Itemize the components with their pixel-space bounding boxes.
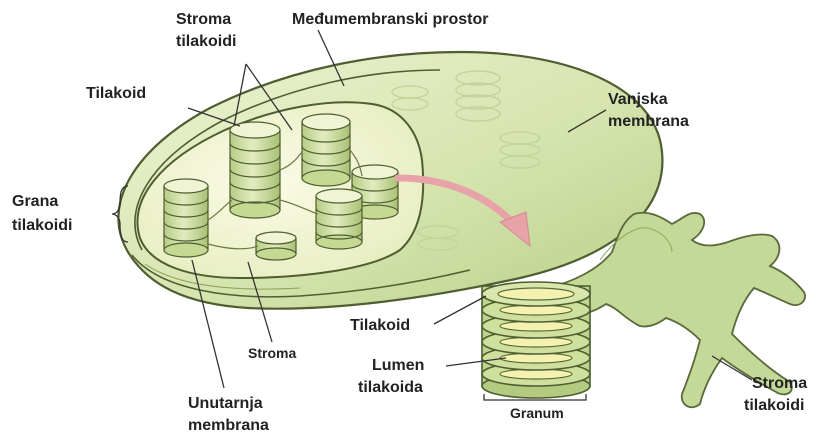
label-lumen-tilakoida-2: tilakoida <box>358 379 423 396</box>
label-lumen-tilakoida: Lumen <box>372 357 424 374</box>
label-tilakoid-top: Tilakoid <box>86 85 146 102</box>
label-medjumembranski-prostor: Međumembranski prostor <box>292 11 488 28</box>
granum-stack-right-top <box>302 114 350 186</box>
label-vanjska-membrana-2: membrana <box>608 113 689 130</box>
label-unutarnja-membrana-2: membrana <box>188 417 269 434</box>
granum-stack-small <box>256 232 296 260</box>
label-stroma: Stroma <box>248 345 296 361</box>
label-grana-tilakoidi: Grana <box>12 193 58 210</box>
label-stroma-tilakoidi-right-2: tilakoidi <box>744 397 804 414</box>
label-stroma-tilakoidi-top: Stroma <box>176 11 231 28</box>
label-vanjska-membrana: Vanjska <box>608 91 668 108</box>
label-stroma-tilakoidi-top-2: tilakoidi <box>176 33 236 50</box>
label-tilakoid-detail: Tilakoid <box>350 317 410 334</box>
label-granum: Granum <box>510 405 564 421</box>
detail-thylakoid-disks <box>482 282 590 386</box>
granum-stack-center <box>230 122 280 218</box>
label-stroma-tilakoidi-right: Stroma <box>752 375 807 392</box>
granum-stack-left <box>164 179 208 257</box>
label-unutarnja-membrana: Unutarnja <box>188 395 263 412</box>
granum-stack-bottom <box>316 189 362 249</box>
granum-detail <box>482 282 590 398</box>
label-grana-tilakoidi-2: tilakoidi <box>12 217 72 234</box>
